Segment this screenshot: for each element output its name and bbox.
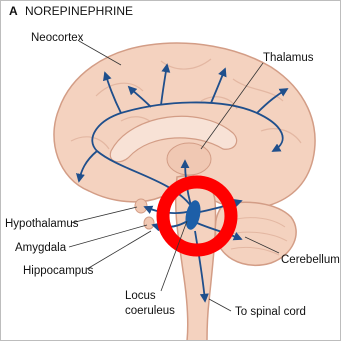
panel-letter: A <box>9 4 18 18</box>
label-locus-line2: coeruleus <box>125 305 175 317</box>
thalamus-shape <box>167 143 211 175</box>
figure-title: NOREPINEPHRINE <box>25 4 133 18</box>
label-spinal-cord: To spinal cord <box>235 306 306 318</box>
hypothalamus-shape <box>135 199 147 213</box>
label-amygdala: Amygdala <box>15 242 67 254</box>
label-cerebellum: Cerebellum <box>281 254 340 266</box>
label-thalamus: Thalamus <box>263 52 314 64</box>
amygdala-shape <box>144 217 154 229</box>
label-neocortex: Neocortex <box>31 32 84 44</box>
label-hypothalamus: Hypothalamus <box>5 218 79 230</box>
label-hippocampus: Hippocampus <box>23 265 94 277</box>
label-locus-line1: Locus <box>125 290 156 302</box>
